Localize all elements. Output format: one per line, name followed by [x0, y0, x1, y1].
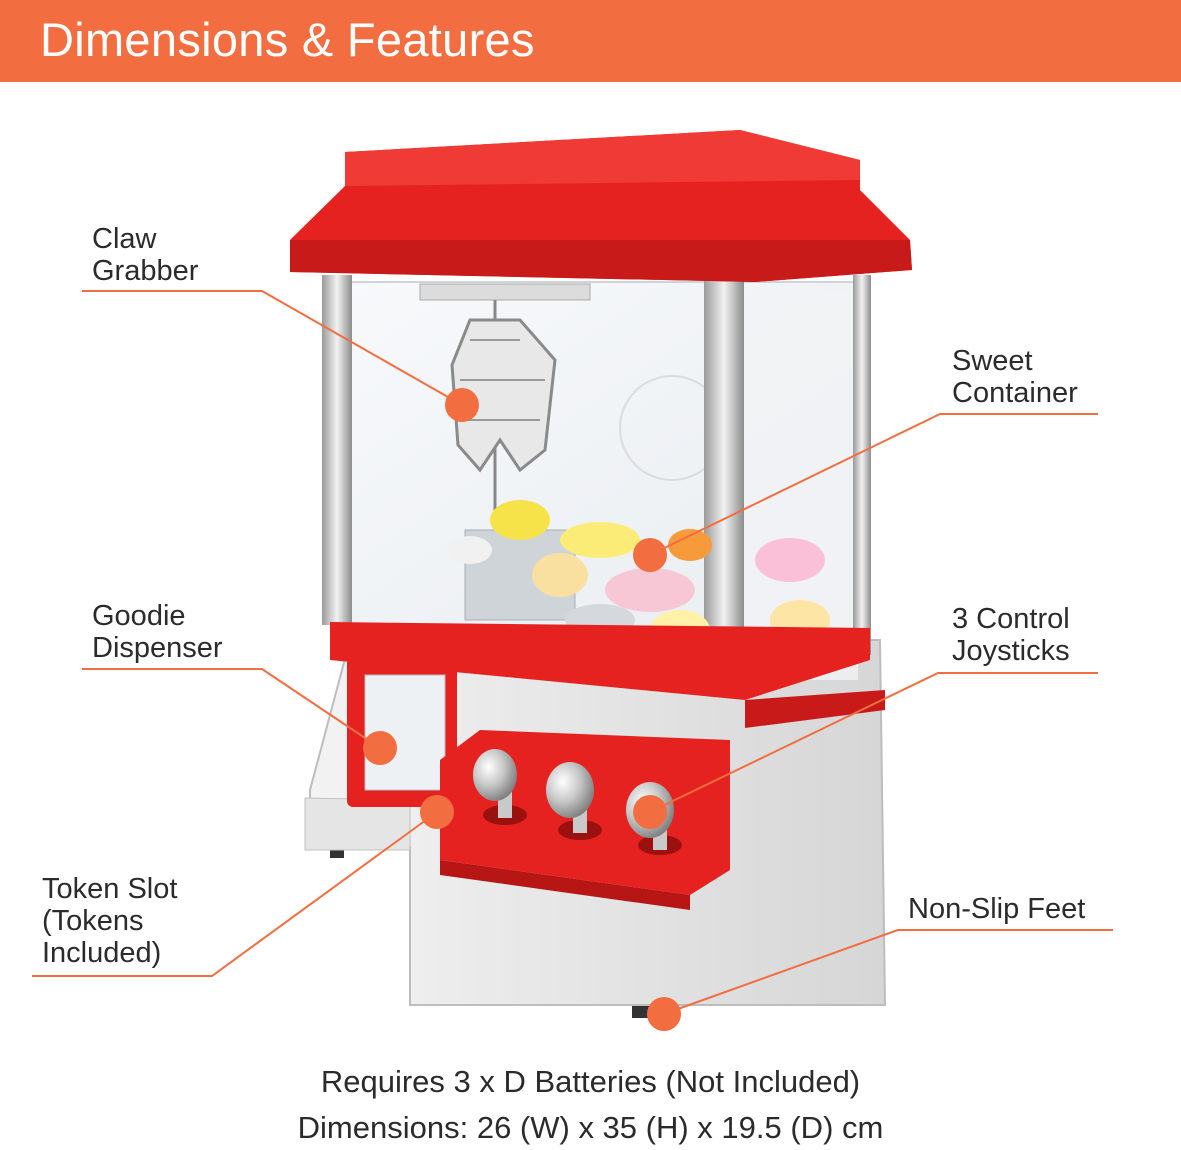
callout-control-joysticks: 3 Control Joysticks	[952, 603, 1070, 667]
leader-non-slip-feet	[663, 929, 1113, 1015]
foot	[330, 848, 344, 858]
dimensions-note: Dimensions: 26 (W) x 35 (H) x 19.5 (D) c…	[297, 1110, 884, 1145]
batteries-note: Requires 3 x D Batteries (Not Included)	[320, 1064, 861, 1099]
marker-goodie-dispenser	[363, 731, 397, 765]
marker-claw-grabber	[445, 388, 479, 422]
claw-rail	[419, 283, 591, 301]
pillar	[853, 275, 871, 655]
leader-goodie-dispenser	[82, 668, 381, 749]
leader-claw-grabber	[82, 290, 463, 406]
callout-token-slot: Token Slot (Tokens Included)	[42, 873, 178, 969]
roof-highlight	[345, 130, 860, 186]
marker-sweet-container	[633, 538, 667, 572]
callout-claw-grabber: Claw Grabber	[92, 223, 199, 287]
pillar	[704, 275, 744, 675]
callout-goodie-dispenser: Goodie Dispenser	[92, 600, 223, 664]
callout-sweet-container: Sweet Container	[952, 345, 1078, 409]
marker-non-slip-feet	[647, 997, 681, 1031]
marker-token-slot	[420, 795, 454, 829]
marker-control-joysticks	[633, 795, 667, 829]
leader-control-joysticks	[649, 672, 1098, 813]
leader-token-slot	[32, 811, 438, 977]
page-title: Dimensions & Features	[40, 13, 535, 66]
red-band	[330, 622, 870, 700]
header-banner: Dimensions & Features	[0, 0, 1181, 82]
roof-edge	[290, 240, 912, 282]
callout-non-slip-feet: Non-Slip Feet	[908, 893, 1086, 925]
leader-sweet-container	[649, 413, 1098, 556]
